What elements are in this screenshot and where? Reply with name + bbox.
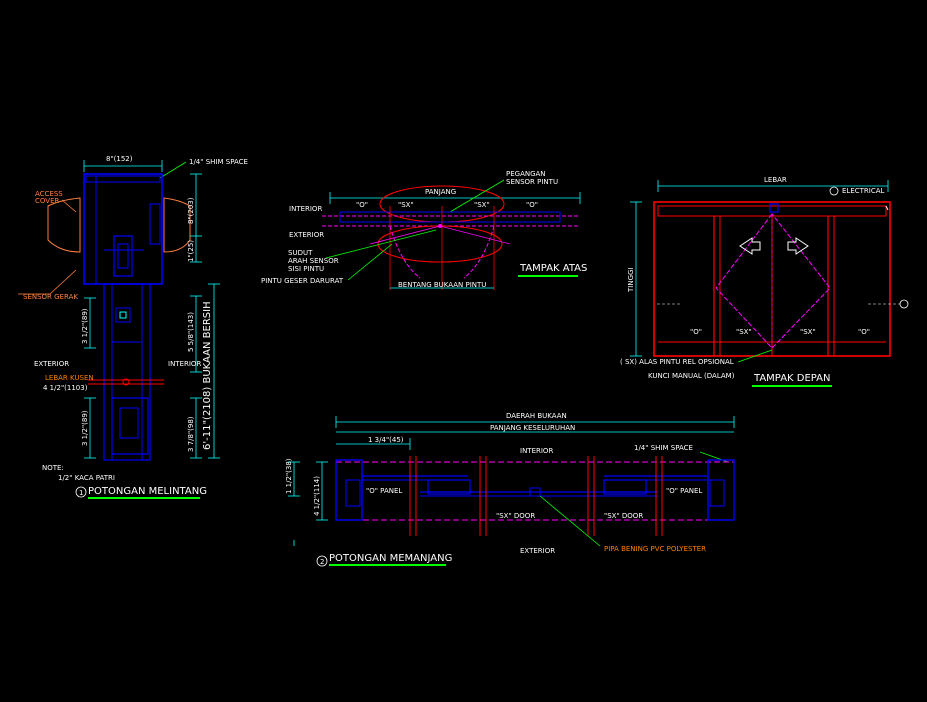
pintu-geser-label: PINTU GESER DARURAT (261, 277, 344, 285)
dim-89-label: 3 1/2"(89) (81, 308, 89, 344)
sudut-label: SUDUT (288, 249, 313, 257)
o-panel-left: "O" PANEL (366, 487, 402, 495)
sensor-pintu-label: SENSOR PINTU (506, 178, 558, 186)
note-value: 1/2" KACA PATRI (58, 474, 115, 482)
tinggi-label: TINGGI (627, 268, 635, 294)
sx-door-right: "SX" DOOR (604, 512, 643, 520)
dim-203-label: 8"(203) (187, 197, 195, 224)
elev-sx-right: "SX" (800, 328, 816, 336)
elev-note2: KUNCI MANUAL (DALAM) (648, 372, 735, 380)
dim-38-label: 1 1/2"(38) (285, 458, 293, 494)
panjang-label: PANJANG (425, 188, 456, 196)
section2-number: 2 (320, 558, 324, 566)
plan-o-right: "O" (526, 201, 538, 209)
section2-number-circle (316, 555, 328, 567)
elev-title: TAMPAK DEPAN (753, 373, 831, 384)
plan-sx-left: "SX" (398, 201, 414, 209)
o-panel-right: "O" PANEL (666, 487, 702, 495)
sx-door-left: "SX" DOOR (496, 512, 535, 520)
shim-space-label: 1/4" SHIM SPACE (189, 158, 248, 166)
pipa-label: PIPA BENING PVC POLYESTER (604, 545, 706, 553)
plan-o-left: "O" (356, 201, 368, 209)
dim-89b-label: 3 1/2"(89) (81, 410, 89, 446)
section2-title: POTONGAN MEMANJANG (329, 553, 452, 564)
elev-o-left: "O" (690, 328, 702, 336)
section1-title: POTONGAN MELINTANG (88, 486, 207, 497)
interior-label-2: INTERIOR (520, 447, 553, 455)
section1-number: 1 (79, 489, 83, 497)
shim-label-2: 1/4" SHIM SPACE (634, 444, 693, 452)
exterior-label: EXTERIOR (34, 360, 69, 368)
electrical-label: ELECTRICAL (842, 187, 885, 195)
dim-25-label: 1"(25) (187, 240, 195, 262)
sisi-pintu-label: SISI PINTU (288, 265, 324, 273)
lebar-label: LEBAR (764, 176, 787, 184)
section1-number-circle (75, 486, 87, 498)
plan-title: TAMPAK ATAS (519, 263, 587, 274)
elev-sx-left: "SX" (736, 328, 752, 336)
plan-tampak-atas: PANJANG PEGANGAN SENSOR PINTU INTERIOR E… (261, 170, 587, 290)
dim-top-label: 8"(152) (106, 155, 133, 163)
note-label: NOTE: (42, 464, 64, 472)
exterior-label-2: EXTERIOR (520, 547, 555, 555)
panjang-keseluruhan-label: PANJANG KESELURUHAN (490, 424, 575, 432)
pegangan-label: PEGANGAN (506, 170, 546, 178)
plan-exterior-label: EXTERIOR (289, 231, 324, 239)
sensor-gerak-label: SENSOR GERAK (23, 293, 78, 301)
elev-note1: ( SX) ALAS PINTU REL OPSIONAL (620, 358, 734, 366)
daerah-bukaan-label: DAERAH BUKAAN (506, 412, 567, 420)
dim-114-label: 4 1/2"(114) (313, 476, 321, 516)
dim-45-label: 1 3/4"(45) (368, 436, 404, 444)
interior-label: INTERIOR (168, 360, 201, 368)
bentang-label: BENTANG BUKAAN PINTU (398, 281, 486, 289)
arah-sensor-label: ARAH SENSOR (288, 257, 339, 265)
dim-98-label: 3 7/8"(98) (187, 416, 195, 452)
section-memanjang: DAERAH BUKAAN PANJANG KESELURUHAN 1 3/4"… (285, 412, 735, 567)
lebar-kusen-label: LEBAR KUSEN (45, 374, 94, 382)
plan-sx-right: "SX" (474, 201, 490, 209)
bukaan-bersih-label: 6'-11"(2108) BUKAAN BERSIH (202, 301, 213, 450)
plan-interior-label: INTERIOR (289, 205, 322, 213)
lebar-kusen-value: 4 1/2"(1103) (43, 384, 88, 392)
dim-143-label: 5 5/8"(143) (187, 312, 195, 352)
elev-o-right: "O" (858, 328, 870, 336)
elevation-tampak-depan: LEBAR ELECTRICAL TINGGI "O" "SX" "SX" "O… (620, 176, 909, 387)
